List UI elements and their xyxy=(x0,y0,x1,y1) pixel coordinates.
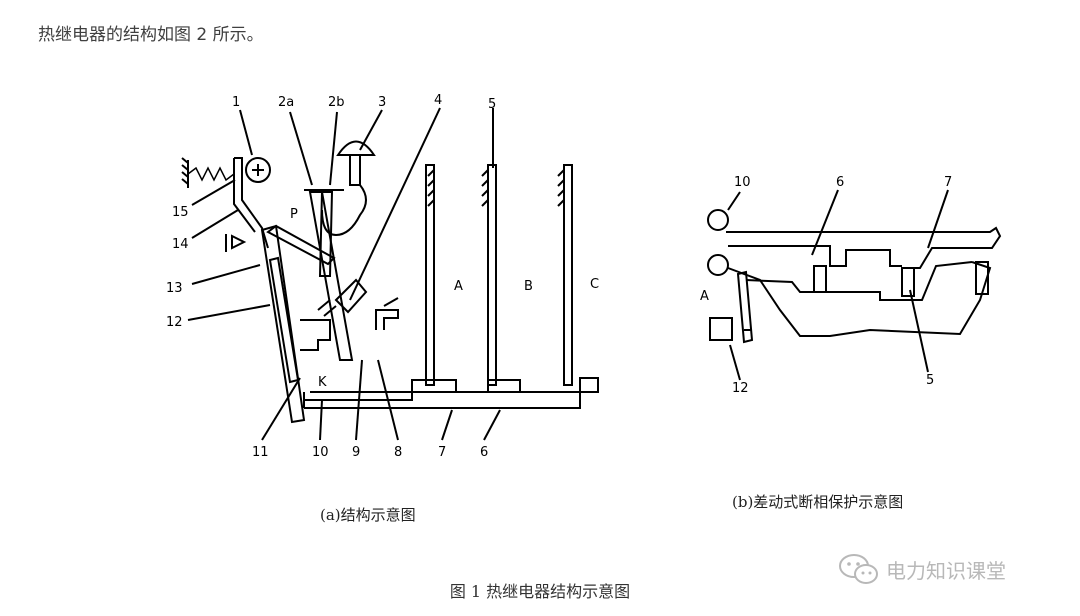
label-12: 12 xyxy=(166,315,183,330)
label-7: 7 xyxy=(438,445,446,460)
caption-b: (b)差动式断相保护示意图 xyxy=(732,493,904,511)
label-b-5: 5 xyxy=(926,373,934,388)
label-2a: 2a xyxy=(278,95,294,110)
label-b-A: A xyxy=(700,289,709,304)
label-b-7: 7 xyxy=(944,175,952,190)
label-3: 3 xyxy=(378,95,386,110)
label-4: 4 xyxy=(434,93,442,108)
label-6: 6 xyxy=(480,445,488,460)
label-5: 5 xyxy=(488,97,496,112)
label-8: 8 xyxy=(394,445,402,460)
label-K: K xyxy=(318,375,327,390)
label-b-12: 12 xyxy=(732,381,749,396)
label-13: 13 xyxy=(166,281,183,296)
wechat-icon xyxy=(839,554,878,584)
label-11: 11 xyxy=(252,445,269,460)
caption-a: (a)结构示意图 xyxy=(320,506,416,524)
label-14: 14 xyxy=(172,237,189,252)
label-15: 15 xyxy=(172,205,189,220)
figure-title: 图 1 热继电器结构示意图 xyxy=(449,582,631,601)
label-b-6: 6 xyxy=(836,175,844,190)
label-10: 10 xyxy=(312,445,329,460)
watermark: 电力知识课堂 xyxy=(838,552,1006,586)
label-9: 9 xyxy=(352,445,360,460)
label-C: C xyxy=(590,277,599,292)
label-B: B xyxy=(524,279,533,294)
label-A: A xyxy=(454,279,463,294)
intro-text: 热继电器的结构如图 2 所示。 xyxy=(38,25,264,45)
label-P: P xyxy=(290,207,298,222)
label-1: 1 xyxy=(232,95,240,110)
label-b-10: 10 xyxy=(734,175,751,190)
label-2b: 2b xyxy=(328,95,345,110)
watermark-text: 电力知识课堂 xyxy=(886,558,1006,583)
